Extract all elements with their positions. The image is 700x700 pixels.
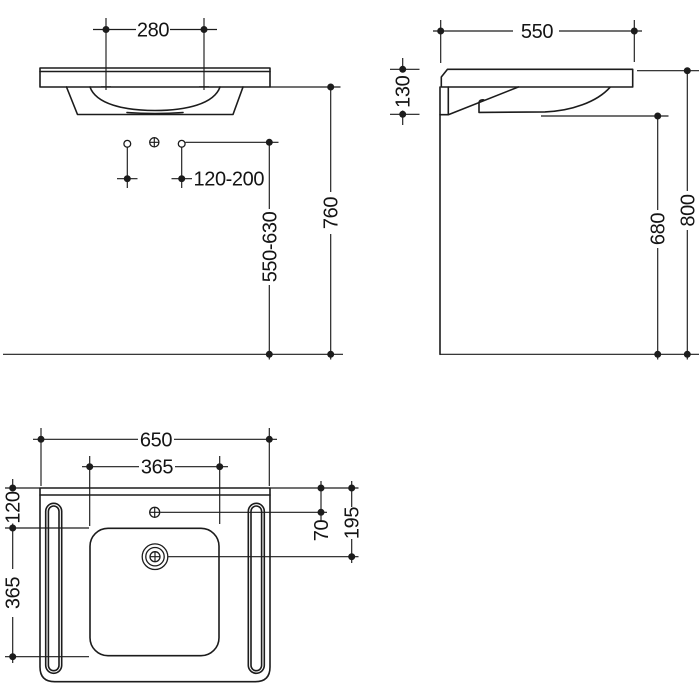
dim-dot — [9, 524, 17, 532]
dim-bowl-setback-and-depth: 120 365 — [3, 479, 89, 663]
dim-front-edge-height: 130 — [390, 58, 420, 125]
dim-hole-adjust-range: 120-200 — [117, 147, 265, 191]
dim-label-650: 650 — [140, 429, 172, 451]
tick-mark — [268, 354, 332, 360]
front-bowl-base-line — [126, 111, 184, 115]
dim-dot — [86, 463, 94, 471]
dim-dot — [265, 138, 273, 146]
drain-symbol — [141, 543, 169, 571]
tap-hole-cross — [149, 507, 160, 518]
dim-depth: 550 — [433, 20, 642, 63]
dim-dot — [9, 484, 17, 492]
dim-underside-height: 680 — [541, 112, 670, 358]
slot-inner — [250, 505, 263, 672]
slot-inner — [47, 505, 60, 672]
dim-label-70: 70 — [311, 520, 333, 542]
dim-dot — [9, 653, 17, 661]
dim-dot — [317, 508, 325, 516]
dim-label-195: 195 — [342, 507, 364, 539]
dim-label-365-width: 365 — [141, 457, 173, 479]
dim-overall-width: 650 — [33, 428, 277, 486]
dim-dot — [348, 553, 356, 561]
dim-top-height: 800 — [637, 67, 699, 358]
dim-tap-hole-spread: 280 — [93, 18, 217, 90]
plan-outline — [39, 487, 271, 683]
side-mounting-bracket — [439, 86, 520, 116]
dim-label-280: 280 — [137, 20, 169, 42]
side-bowl-underside — [478, 86, 611, 114]
mounting-hole-left — [123, 139, 132, 148]
dim-mounting-height-range: 550-630 — [185, 138, 282, 358]
tap-hole-symbol — [149, 506, 161, 518]
plan-bowl-outline — [89, 527, 220, 657]
left-rail-slot — [44, 502, 63, 675]
dim-dot — [200, 26, 208, 33]
tick-mark — [657, 354, 688, 360]
slot-outer — [247, 502, 266, 675]
dim-dot — [216, 463, 224, 471]
dim-label-365-depth: 365 — [3, 577, 25, 609]
front-bowl-curve — [89, 86, 221, 112]
dim-dot — [265, 435, 273, 443]
dim-dot — [437, 27, 445, 35]
dim-dot — [317, 484, 325, 492]
dim-dot — [37, 435, 45, 443]
mounting-hole-right — [177, 139, 186, 148]
dim-bowl-width: 365 — [82, 456, 228, 526]
dim-dot — [399, 65, 407, 73]
dim-dot — [399, 110, 407, 118]
dim-label-550-630: 550-630 — [260, 211, 282, 282]
dim-dot — [123, 175, 131, 183]
tap-hole-cross — [149, 137, 160, 148]
dim-dot — [178, 175, 186, 183]
front-body-outline — [65, 86, 244, 116]
dim-label-800: 800 — [677, 194, 699, 226]
dim-label-760: 760 — [321, 197, 343, 229]
dim-dot — [654, 112, 662, 120]
slot-outer — [44, 502, 63, 675]
drain-cross — [149, 551, 161, 562]
bracket-outline — [439, 86, 520, 116]
tap-hole-symbol — [149, 137, 160, 148]
dim-label-680: 680 — [648, 213, 670, 245]
dim-label-550: 550 — [521, 21, 553, 43]
front-view: 280 120-200 550-630 — [3, 18, 343, 360]
right-rail-slot — [247, 502, 266, 675]
dim-tap-and-drain-setback: 70 195 — [160, 481, 364, 563]
dim-label-120-200: 120-200 — [194, 169, 265, 191]
side-slab-outline — [440, 68, 634, 88]
dim-dot — [630, 27, 638, 35]
side-view: 550 130 800 — [390, 20, 699, 360]
dim-dot — [348, 484, 356, 492]
extension-line — [126, 147, 183, 188]
dim-label-120: 120 — [3, 491, 25, 523]
extension-line — [440, 20, 635, 63]
dim-dot — [102, 26, 110, 33]
top-view: 650 365 — [3, 428, 364, 683]
dim-label-130: 130 — [393, 75, 415, 107]
dim-dot — [683, 67, 691, 75]
dim-dot — [327, 83, 335, 91]
